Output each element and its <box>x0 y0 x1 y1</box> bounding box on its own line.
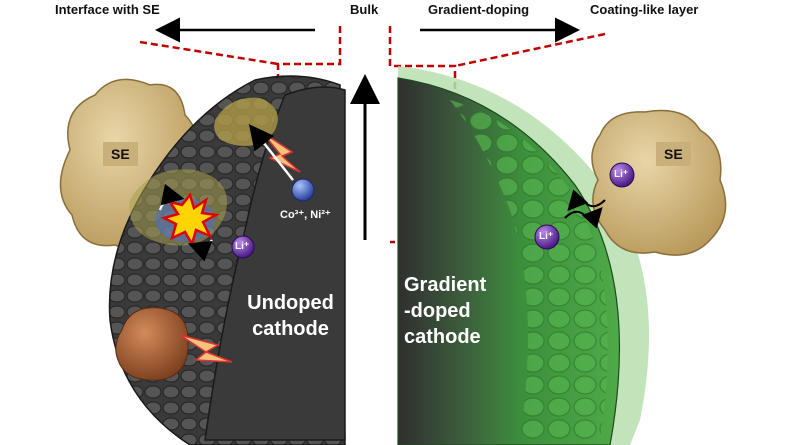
wavy-arrow-icon-2 <box>567 189 606 211</box>
curved-arrow-icon-2 <box>187 239 213 262</box>
label-undoped-line2: cathode <box>252 318 329 340</box>
gradient-surface-grains <box>450 100 608 440</box>
undoped-cathode-face <box>204 86 346 441</box>
label-coating-layer: Coating-like layer <box>590 2 699 17</box>
se-particle-right <box>591 109 727 256</box>
cation-diffusion-arrow <box>248 124 294 181</box>
label-se-left: SE <box>103 142 138 166</box>
label-li-right-1: Li⁺ <box>614 169 629 180</box>
label-bulk: Bulk <box>350 2 379 17</box>
label-gradient-doping: Gradient-doping <box>428 2 530 17</box>
explosion-icon <box>160 192 220 248</box>
label-gradient-line2: -doped <box>404 300 471 322</box>
label-li-left: Li⁺ <box>235 241 250 252</box>
label-gradient-line3: cathode <box>404 326 481 348</box>
cation-ion <box>291 178 315 202</box>
wavy-arrow-icon-1 <box>564 207 603 229</box>
degraded-particle <box>115 307 189 381</box>
label-undoped-cathode: Undoped cathode <box>243 290 338 342</box>
li-ion-left <box>231 235 255 259</box>
label-gradient-cathode: Gradient -doped cathode <box>404 272 504 350</box>
li-ion-right-se <box>609 162 635 188</box>
label-undoped-line1: Undoped <box>247 292 334 314</box>
curved-arrow-icon-1 <box>158 183 185 211</box>
li-ion-right-cathode <box>534 224 560 250</box>
label-li-right-2: Li⁺ <box>539 231 554 242</box>
label-gradient-line1: Gradient <box>404 274 487 296</box>
label-se-right: SE <box>656 142 691 166</box>
label-interface: Interface with SE <box>55 2 160 17</box>
lightning-icon-bottom <box>179 334 233 363</box>
label-cations: Co³⁺, Ni²⁺ <box>280 209 331 221</box>
